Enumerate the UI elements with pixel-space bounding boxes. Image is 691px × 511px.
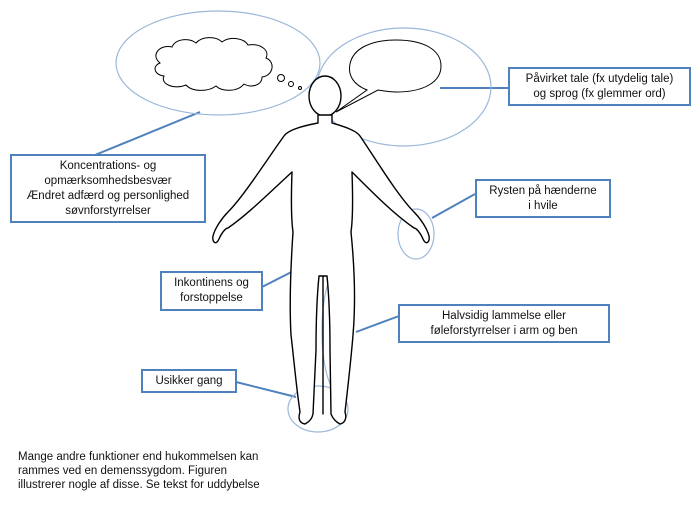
connector-paralysis [355,315,400,333]
speech-label-line-2: og sprog (fx glemmer ord) [533,87,666,100]
caption-line-2: rammes ved en demenssygdom. Figuren [18,465,228,477]
incontinence-label: Inkontinens og forstoppelse [160,271,263,311]
incontinence-label-line-2: forstoppelse [180,292,243,304]
human-figure [212,75,430,425]
caption-line-3: illustrerer nogle af disse. Se tekst for… [18,479,260,491]
speech-label-line-1: Påvirket tale (fx utydelig tale) [525,72,674,85]
cognition-label-line-1: Koncentrations- og [59,159,157,172]
thought-region-ellipse [115,10,321,116]
paralysis-label-line-2: føleforstyrrelser i arm og ben [430,324,578,337]
connector-gait [235,381,297,398]
cognition-label-line-4: søvnforstyrrelser [65,204,151,217]
figure-head [308,75,342,117]
incontinence-label-line-1: Inkontinens og [174,277,249,289]
caption-line-1: Mange andre funktioner end hukommelsen k… [18,451,259,463]
feet-ellipse [287,385,349,433]
thought-cloud-icon [154,37,273,91]
thought-bubble-small-icon [298,86,302,90]
cognition-label-line-3: Ændret adfærd og personlighed [26,189,190,202]
gait-label-line-1: Usikker gang [155,374,223,387]
tremor-label-line-2: i hvile [528,199,558,212]
thought-bubble-large-icon [277,74,285,82]
paralysis-label-line-1: Halvsidig lammelse eller [442,309,566,322]
thought-bubble-medium-icon [288,81,294,87]
gait-label: Usikker gang [141,369,237,393]
connector-tremor [431,193,476,219]
tremor-label-line-1: Rysten på hænderne [489,184,597,197]
speech-bubble-icon [335,39,442,113]
cognition-label-line-2: opmærksomhedsbesvær [44,174,172,187]
connector-cognition [94,111,201,156]
paralysis-label: Halvsidig lammelse eller føleforstyrrels… [398,304,610,343]
figure-body [212,114,430,425]
tremor-label: Rysten på hænderne i hvile [475,179,611,218]
speech-language-label: Påvirket tale (fx utydelig tale) og spro… [508,67,691,106]
hand-tremor-ellipse [397,208,435,260]
figure-caption: Mange andre funktioner end hukommelsen k… [18,450,288,492]
cognition-label: Koncentrations- og opmærksomhedsbesvær Æ… [10,154,206,223]
